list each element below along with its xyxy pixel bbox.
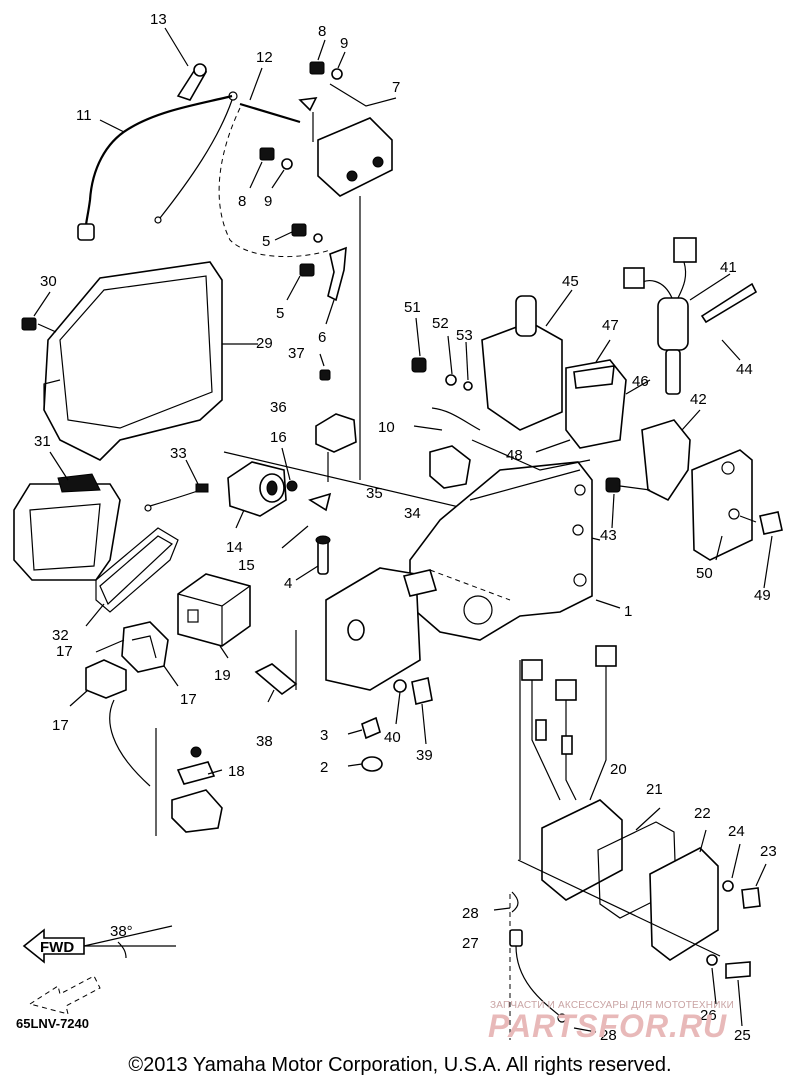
part-number: 10 [378, 419, 395, 436]
part-21-26-cover-plate [517, 799, 767, 1027]
part-number: 3 [320, 727, 328, 744]
part-number: 49 [754, 587, 771, 604]
part-number: 51 [404, 299, 421, 316]
part-13-cable-cap [164, 27, 208, 101]
part-number: 36 [270, 399, 287, 416]
part-number: 53 [456, 327, 473, 344]
part-number: 43 [600, 527, 617, 544]
part-number: 11 [76, 107, 92, 124]
part-number: 21 [646, 781, 663, 798]
part-14-switch [227, 461, 287, 529]
part-17-clips [69, 621, 179, 787]
part-number: 50 [696, 565, 713, 582]
part-number: 26 [700, 1007, 717, 1024]
part-45-48-ignition-coil [411, 289, 651, 489]
part-number: 18 [228, 763, 245, 780]
part-number: 15 [238, 557, 255, 574]
part-number: 52 [432, 315, 449, 332]
part-4-screw [295, 535, 331, 581]
part-number: 17 [180, 691, 197, 708]
part-number: 13 [150, 11, 167, 28]
part-33-lead [144, 459, 209, 512]
part-number: 5 [276, 305, 284, 322]
part-number: 12 [256, 49, 273, 66]
part-number: 28 [462, 905, 479, 922]
part-31-cdi-unit [13, 451, 121, 581]
part-number: 17 [56, 643, 73, 660]
part-number: 5 [262, 233, 270, 250]
part-number: 8 [238, 193, 246, 210]
part-number: 30 [40, 273, 57, 290]
part-38-sensor [254, 630, 298, 703]
part-49-50-plate [691, 449, 783, 589]
part-number: 2 [320, 759, 328, 776]
part-number: 22 [694, 805, 711, 822]
part-number: 42 [690, 391, 707, 408]
part-number: 24 [728, 823, 745, 840]
part-number: 46 [632, 373, 649, 390]
part-19-relay [177, 573, 251, 659]
part-36-sensor [315, 353, 357, 482]
part-number: 16 [270, 429, 287, 446]
part-number: 44 [736, 361, 753, 378]
part-27-28-leads [493, 891, 597, 1040]
part-number: 35 [366, 485, 383, 502]
part-2-3-39-40-fasteners [347, 677, 433, 772]
part-number: 38 [256, 733, 273, 750]
part-number: 40 [384, 729, 401, 746]
fwd-label: FWD [40, 939, 74, 956]
part-number: 25 [734, 1027, 751, 1044]
part-number: 8 [318, 23, 326, 40]
part-number: 33 [170, 445, 187, 462]
part-number: 34 [404, 505, 421, 522]
part-number: 32 [52, 627, 69, 644]
part-number: 31 [34, 433, 51, 450]
part-1-main-bracket [325, 461, 621, 691]
part-7-rectifier [298, 83, 397, 480]
part-number: 23 [760, 843, 777, 860]
part-number: 45 [562, 273, 579, 290]
part-number: 14 [226, 539, 243, 556]
part-number-labels: 13 12 8 9 7 11 8 9 5 5 6 30 29 37 36 51 … [34, 11, 777, 1044]
part-number: 37 [288, 345, 305, 362]
part-11-ground-lead [77, 91, 238, 241]
part-number: 27 [462, 935, 479, 952]
part-number: 9 [340, 35, 348, 52]
part-18-bracket [155, 728, 223, 836]
part-number: 48 [506, 447, 523, 464]
part-20-wiring-harness [519, 645, 617, 860]
part-number: 47 [602, 317, 619, 334]
fwd-arrow-icon: FWD 38° [22, 923, 176, 1015]
part-32-gasket [85, 527, 179, 627]
part-number: 29 [256, 335, 273, 352]
part-number: 39 [416, 747, 433, 764]
part-number: 9 [264, 193, 272, 210]
part-41-44-coil-assembly [605, 237, 758, 529]
part-number: 20 [610, 761, 627, 778]
part-number: 28 [600, 1027, 617, 1044]
part-number: 17 [52, 717, 69, 734]
copyright-notice: ©2013 Yamaha Motor Corporation, U.S.A. A… [128, 1054, 672, 1076]
part-number: 7 [392, 79, 400, 96]
part-8-9-bolts-washers [249, 39, 346, 189]
drawing-code: 65LNV-7240 [16, 1016, 89, 1031]
part-number: 41 [720, 259, 737, 276]
part-12-screw [218, 67, 331, 257]
part-5-6-bracket [274, 223, 347, 325]
fwd-angle-label: 38° [110, 923, 133, 940]
watermark-brand: PARTSFOR.RU [488, 1008, 728, 1044]
part-number: 4 [284, 575, 292, 592]
part-number: 1 [624, 603, 632, 620]
part-number: 6 [318, 329, 326, 346]
part-number: 19 [214, 667, 231, 684]
part-29-cover [43, 261, 258, 461]
part-30-bolt [21, 291, 57, 333]
watermark-tagline: ЗАПЧАСТИ И АКСЕССУАРЫ ДЛЯ МОТОТЕХНИКИ [490, 1000, 735, 1011]
